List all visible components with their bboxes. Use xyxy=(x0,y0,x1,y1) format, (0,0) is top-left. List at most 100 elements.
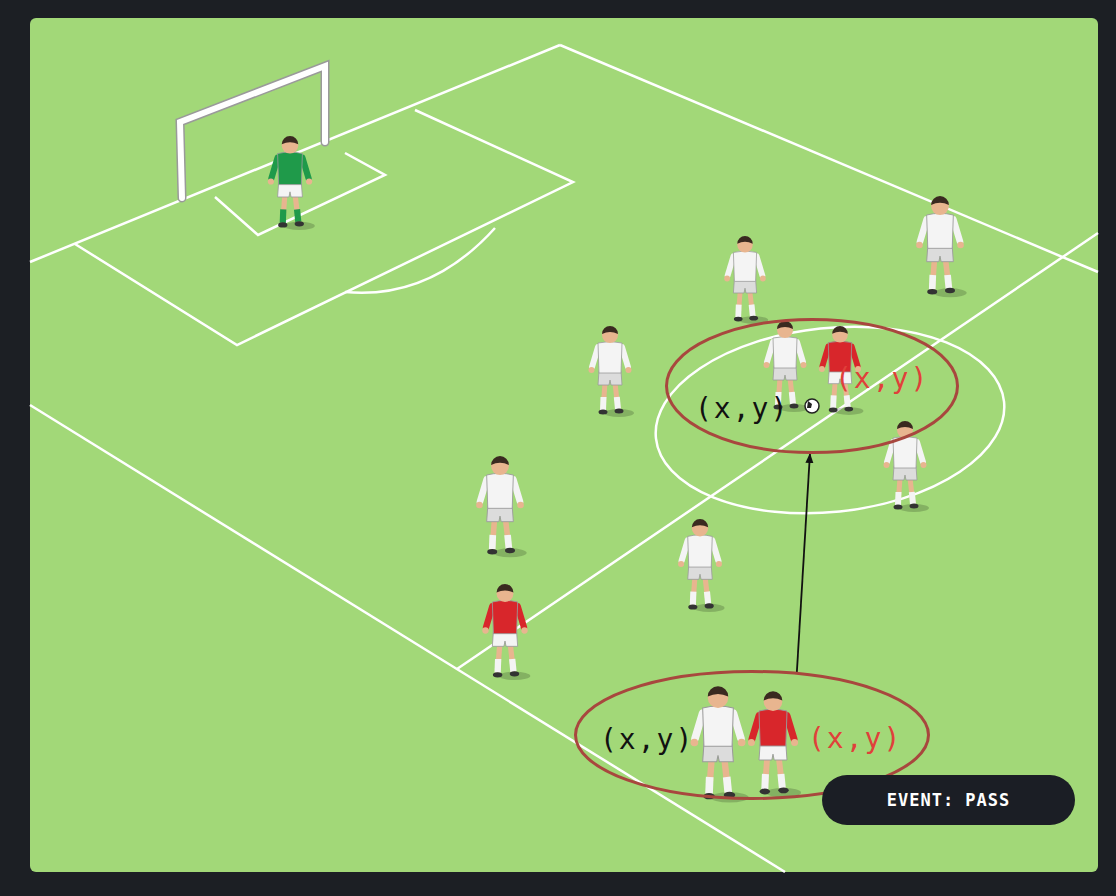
player-leg xyxy=(833,382,835,408)
player-arm xyxy=(518,606,524,627)
player-arm xyxy=(728,256,734,275)
player-boot xyxy=(829,408,838,413)
player-arm xyxy=(486,606,492,627)
player-shirt xyxy=(487,473,514,508)
player-hand xyxy=(764,362,770,368)
player-figure xyxy=(748,691,801,797)
players xyxy=(268,136,967,803)
player-sock xyxy=(617,397,618,409)
player-arm xyxy=(480,479,487,501)
ball-patch xyxy=(807,401,812,408)
player-sock xyxy=(727,777,729,792)
centre-circle xyxy=(646,310,1013,530)
player-sock xyxy=(489,535,496,549)
player-sock xyxy=(707,592,708,604)
player-sock xyxy=(690,592,697,605)
player-shadow xyxy=(933,288,966,297)
player-shirt xyxy=(278,152,303,185)
player-shirt xyxy=(598,342,622,374)
player-sock xyxy=(297,209,298,221)
player-sock xyxy=(929,275,936,289)
player-leg xyxy=(498,644,500,673)
player-hand xyxy=(791,739,798,746)
player-hand xyxy=(921,462,927,468)
ball xyxy=(805,399,819,413)
player-sock xyxy=(912,492,913,504)
player-sock xyxy=(494,659,501,673)
player-shirt xyxy=(492,600,517,633)
coordinate-label: (x,y) xyxy=(695,392,789,426)
player-leg xyxy=(283,195,285,223)
player-shadow xyxy=(694,604,725,612)
event-badge: EVENT: PASS xyxy=(822,775,1075,825)
player-figure xyxy=(916,196,967,297)
player-sock xyxy=(752,305,753,317)
player-sock xyxy=(600,397,607,410)
player-boot xyxy=(778,787,789,793)
player-hand xyxy=(760,276,766,282)
coordinate-label: (x,y) xyxy=(835,362,929,396)
player-hand xyxy=(716,561,722,567)
player-shirt xyxy=(759,709,787,746)
player-shirt xyxy=(688,535,713,567)
player-sock xyxy=(830,395,836,408)
player-hand xyxy=(884,462,890,468)
player-figure xyxy=(589,326,635,417)
player-figure xyxy=(884,421,930,512)
player-sock xyxy=(705,777,713,794)
pass-arrow xyxy=(797,454,810,672)
player-shirt xyxy=(703,706,734,746)
player-head xyxy=(602,327,618,343)
player-leg xyxy=(910,478,913,504)
player-boot xyxy=(910,504,919,509)
player-hair xyxy=(931,196,949,205)
player-figure xyxy=(691,686,749,802)
player-shirt xyxy=(733,251,756,281)
player-arm xyxy=(767,342,773,362)
player-sock xyxy=(792,392,793,404)
player-leg xyxy=(693,577,695,605)
player-hand xyxy=(819,366,825,372)
player-boot xyxy=(844,407,853,412)
player-hand xyxy=(626,367,632,373)
player-boot xyxy=(487,549,497,555)
player-hand xyxy=(517,502,524,509)
player-sock xyxy=(948,275,949,288)
player-arm xyxy=(592,347,598,367)
player-head xyxy=(832,327,848,343)
player-shadow xyxy=(834,407,863,415)
ellipse-outline xyxy=(667,320,958,453)
goal-frame-shadow xyxy=(180,66,325,198)
player-leg xyxy=(295,195,298,222)
player-boot xyxy=(599,410,608,415)
player-arm xyxy=(917,442,923,462)
player-hair xyxy=(708,686,728,696)
player-boot xyxy=(615,409,624,414)
player-hand xyxy=(306,178,312,184)
player-shadow xyxy=(499,672,531,680)
player-figure xyxy=(724,236,768,324)
player-arm xyxy=(757,256,763,275)
player-boot xyxy=(705,603,714,608)
player-hair xyxy=(897,421,913,429)
goal xyxy=(180,66,325,198)
player-boot xyxy=(278,222,287,227)
player-hair xyxy=(764,691,783,700)
player-sock xyxy=(508,535,509,548)
player-arm xyxy=(622,347,628,367)
player-sock xyxy=(847,395,848,407)
player-arm xyxy=(887,442,893,462)
touch-line xyxy=(30,405,785,872)
touch-line xyxy=(560,45,1098,272)
player-arm xyxy=(271,158,277,179)
player-hand xyxy=(801,362,807,368)
player-shirt xyxy=(927,213,954,248)
player-shirt xyxy=(773,337,797,369)
player-sock xyxy=(735,305,741,318)
player-figure xyxy=(476,456,527,557)
player-sock xyxy=(761,774,769,789)
player-arm xyxy=(787,716,794,739)
player-boot xyxy=(945,288,955,294)
